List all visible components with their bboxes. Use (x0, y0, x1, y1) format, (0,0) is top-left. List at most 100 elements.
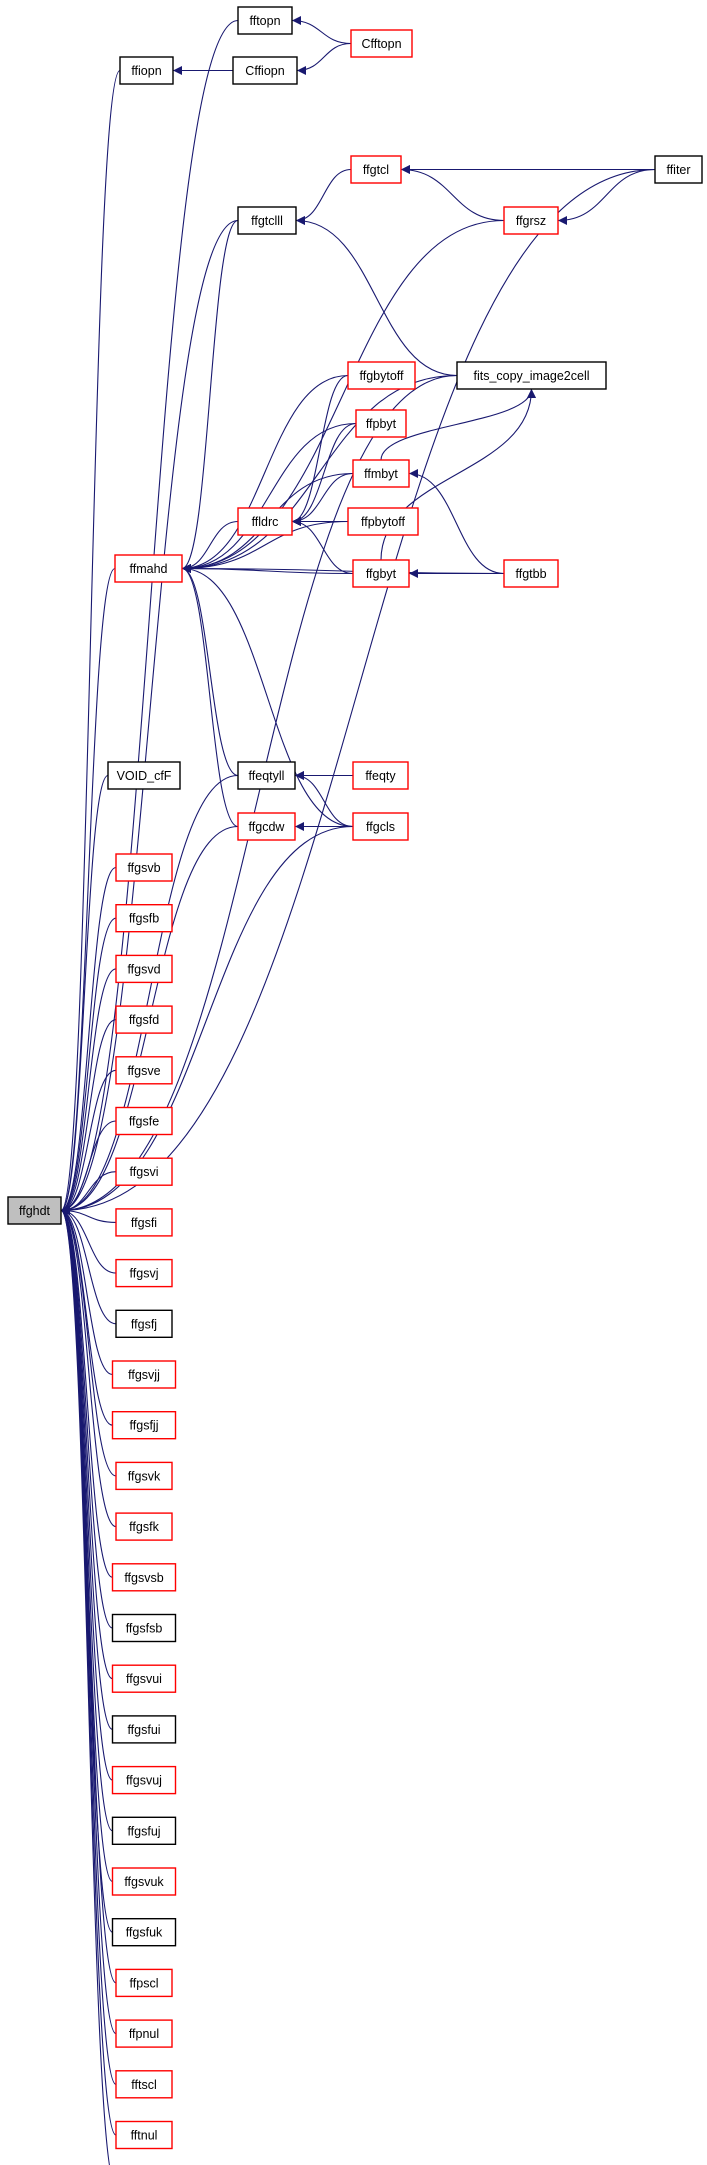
node-ffgbyt[interactable]: ffgbyt (352, 559, 410, 588)
node-cfftopn[interactable]: Cfftopn (350, 29, 413, 58)
node-box (355, 409, 407, 438)
edge-ffgsfk-to-ffghdt (60, 1206, 117, 1528)
node-box (115, 1056, 173, 1085)
node-fftnul[interactable]: fftnul (115, 2120, 173, 2150)
edge-ffsnul-to-ffghdt (60, 1206, 111, 2165)
node-box (115, 1208, 173, 1237)
node-label: ffgtbb (515, 567, 546, 581)
node-ffgsvuk[interactable]: ffgsvuk (111, 1867, 177, 1896)
node-box (111, 1563, 177, 1592)
node-label: fits_copy_image2cell (473, 369, 589, 383)
edge-ffgbyt-to-ffldrc (291, 517, 354, 575)
node-ffeqtyll[interactable]: ffeqtyll (237, 761, 296, 790)
node-box (111, 1867, 177, 1896)
node-box (352, 812, 409, 841)
node-label: ffgsfuk (126, 1926, 163, 1940)
node-box (115, 1258, 173, 1288)
node-ffgsvsb[interactable]: ffgsvsb (111, 1563, 177, 1592)
node-ffgsvd[interactable]: ffgsvd (115, 954, 173, 984)
node-ffgbytoff[interactable]: ffgbytoff (347, 361, 416, 390)
edge-ffpbyt-to-ffldrc (291, 422, 357, 526)
node-box (115, 1106, 173, 1136)
node-label: ffgsfb (129, 912, 159, 926)
node-ffgsfe[interactable]: ffgsfe (115, 1106, 173, 1136)
node-cffiopn[interactable]: Cffiopn (232, 56, 298, 85)
node-fftscl[interactable]: fftscl (115, 2070, 173, 2099)
node-ffgsfsb[interactable]: ffgsfsb (111, 1613, 177, 1643)
node-ffgsvjj[interactable]: ffgsvjj (111, 1360, 177, 1389)
edge-ffpbytoff-to-ffmahd (181, 520, 349, 573)
node-ffgsve[interactable]: ffgsve (115, 1056, 173, 1085)
node-ffmbyt[interactable]: ffmbyt (352, 459, 410, 488)
node-fftopn[interactable]: fftopn (237, 6, 293, 35)
node-ffmahd[interactable]: ffmahd (114, 554, 183, 583)
node-box (115, 1968, 173, 1998)
node-ffgsfk[interactable]: ffgsfk (115, 1512, 173, 1541)
node-ffpbytoff[interactable]: ffpbytoff (347, 507, 419, 536)
node-ffgcls[interactable]: ffgcls (352, 812, 409, 841)
node-label: VOID_cfF (117, 769, 172, 783)
node-ffgsvi[interactable]: ffgsvi (115, 1157, 173, 1186)
edge-ffgcls-to-ffmahd (181, 564, 354, 828)
node-ffgsfd[interactable]: ffgsfd (115, 1005, 173, 1034)
edge-ffiter-to-ffgrsz (557, 168, 656, 225)
node-ffgsvuj[interactable]: ffgsvuj (111, 1765, 177, 1795)
node-ffldrc[interactable]: ffldrc (237, 507, 293, 536)
edge-fftopn-to-ffghdt (60, 19, 239, 1215)
node-ffgsvui[interactable]: ffgsvui (111, 1664, 177, 1693)
node-box (352, 559, 410, 588)
edge-ffgtbb-to-ffmbyt (408, 469, 505, 575)
node-void-cff[interactable]: VOID_cfF (107, 761, 181, 790)
edge-cfftopn-to-fftopn (291, 16, 352, 45)
node-label: fftopn (249, 14, 280, 28)
edge-ffgrsz-to-ffmahd (181, 219, 505, 573)
node-ffgsfjj[interactable]: ffgsfjj (111, 1410, 177, 1440)
node-box (111, 1664, 177, 1693)
node-ffgsfuk[interactable]: ffgsfuk (111, 1917, 177, 1947)
node-label: ffgsvj (130, 1267, 159, 1281)
node-label: ffgsvuj (126, 1774, 162, 1788)
node-box (352, 459, 410, 488)
node-ffgrsz[interactable]: ffgrsz (503, 206, 559, 235)
edge-ffgsvd-to-ffghdt (60, 968, 117, 1215)
node-label: ffgbyt (366, 567, 397, 581)
node-ffiopn[interactable]: ffiopn (119, 56, 174, 85)
edge-ffgsfsb-to-ffghdt (60, 1206, 113, 1629)
node-box (347, 507, 419, 536)
edge-ffgcls-to-ffeqtyll (294, 771, 354, 828)
node-box (114, 554, 183, 583)
node-label: ffgsfsb (126, 1622, 163, 1636)
node-ffpnul[interactable]: ffpnul (115, 2019, 173, 2048)
node-ffgtbb[interactable]: ffgtbb (503, 559, 559, 588)
node-ffgsfi[interactable]: ffgsfi (115, 1208, 173, 1237)
node-ffpscl[interactable]: ffpscl (115, 1968, 173, 1998)
node-ffpbyt[interactable]: ffpbyt (355, 409, 407, 438)
node-fits-copy[interactable]: fits_copy_image2cell (456, 361, 607, 390)
node-box (352, 761, 409, 790)
node-ffgsfb[interactable]: ffgsfb (115, 904, 173, 933)
node-ffgsfuj[interactable]: ffgsfuj (111, 1816, 177, 1846)
node-ffgsvk[interactable]: ffgsvk (115, 1461, 173, 1491)
node-box (115, 1005, 173, 1034)
node-label: ffgsvb (127, 861, 160, 875)
node-box (503, 559, 559, 588)
node-label: ffldrc (252, 515, 279, 529)
node-ffeqty[interactable]: ffeqty (352, 761, 409, 790)
node-ffghdt[interactable]: ffghdt (7, 1196, 62, 1225)
node-ffgtclll[interactable]: ffgtclll (237, 206, 297, 235)
node-ffgsfj[interactable]: ffgsfj (115, 1309, 173, 1339)
node-ffgcdw[interactable]: ffgcdw (237, 812, 296, 841)
node-ffiter[interactable]: ffiter (654, 155, 703, 184)
node-box (456, 361, 607, 390)
node-ffgsfui[interactable]: ffgsfui (111, 1715, 177, 1744)
node-label: ffgrsz (516, 214, 546, 228)
node-label: ffgsfuj (127, 1824, 160, 1838)
node-ffgtcl[interactable]: ffgtcl (350, 155, 402, 184)
edge-ffgtcl-to-ffgtclll (295, 168, 352, 225)
edge-ffgsfuj-to-ffghdt (60, 1206, 113, 1832)
node-label: ffeqtyll (249, 769, 285, 783)
node-ffgsvb[interactable]: ffgsvb (115, 853, 173, 882)
node-ffgsvj[interactable]: ffgsvj (115, 1258, 173, 1288)
